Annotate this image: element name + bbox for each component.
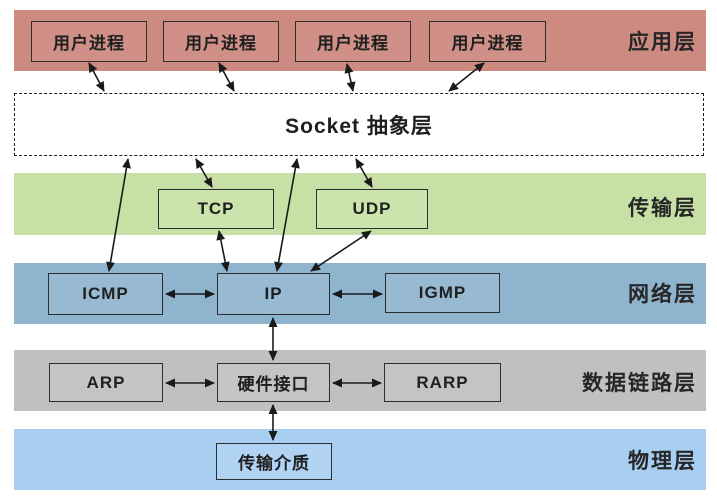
node-user-process-3: 用户进程 bbox=[295, 21, 411, 62]
socket-abstraction-box: Socket 抽象层 bbox=[14, 93, 704, 156]
node-transmission-medium: 传输介质 bbox=[216, 443, 332, 480]
node-ip: IP bbox=[217, 273, 330, 315]
layer-label-network: 网络层 bbox=[628, 283, 697, 306]
layer-label-application: 应用层 bbox=[628, 31, 697, 54]
node-user-process-2: 用户进程 bbox=[163, 21, 279, 62]
node-icmp: ICMP bbox=[48, 273, 163, 315]
node-user-process-4: 用户进程 bbox=[429, 21, 546, 62]
node-hardware-interface: 硬件接口 bbox=[217, 363, 330, 402]
node-user-process-1: 用户进程 bbox=[31, 21, 147, 62]
node-arp: ARP bbox=[49, 363, 163, 402]
node-igmp: IGMP bbox=[385, 273, 500, 313]
layer-band-physical bbox=[14, 429, 706, 490]
socket-abstraction-label: Socket 抽象层 bbox=[285, 114, 433, 138]
node-tcp: TCP bbox=[158, 189, 274, 229]
layer-label-physical: 物理层 bbox=[628, 450, 697, 473]
node-udp: UDP bbox=[316, 189, 428, 229]
node-rarp: RARP bbox=[384, 363, 501, 402]
layer-label-datalink: 数据链路层 bbox=[582, 372, 697, 395]
layer-label-transport: 传输层 bbox=[628, 197, 697, 220]
